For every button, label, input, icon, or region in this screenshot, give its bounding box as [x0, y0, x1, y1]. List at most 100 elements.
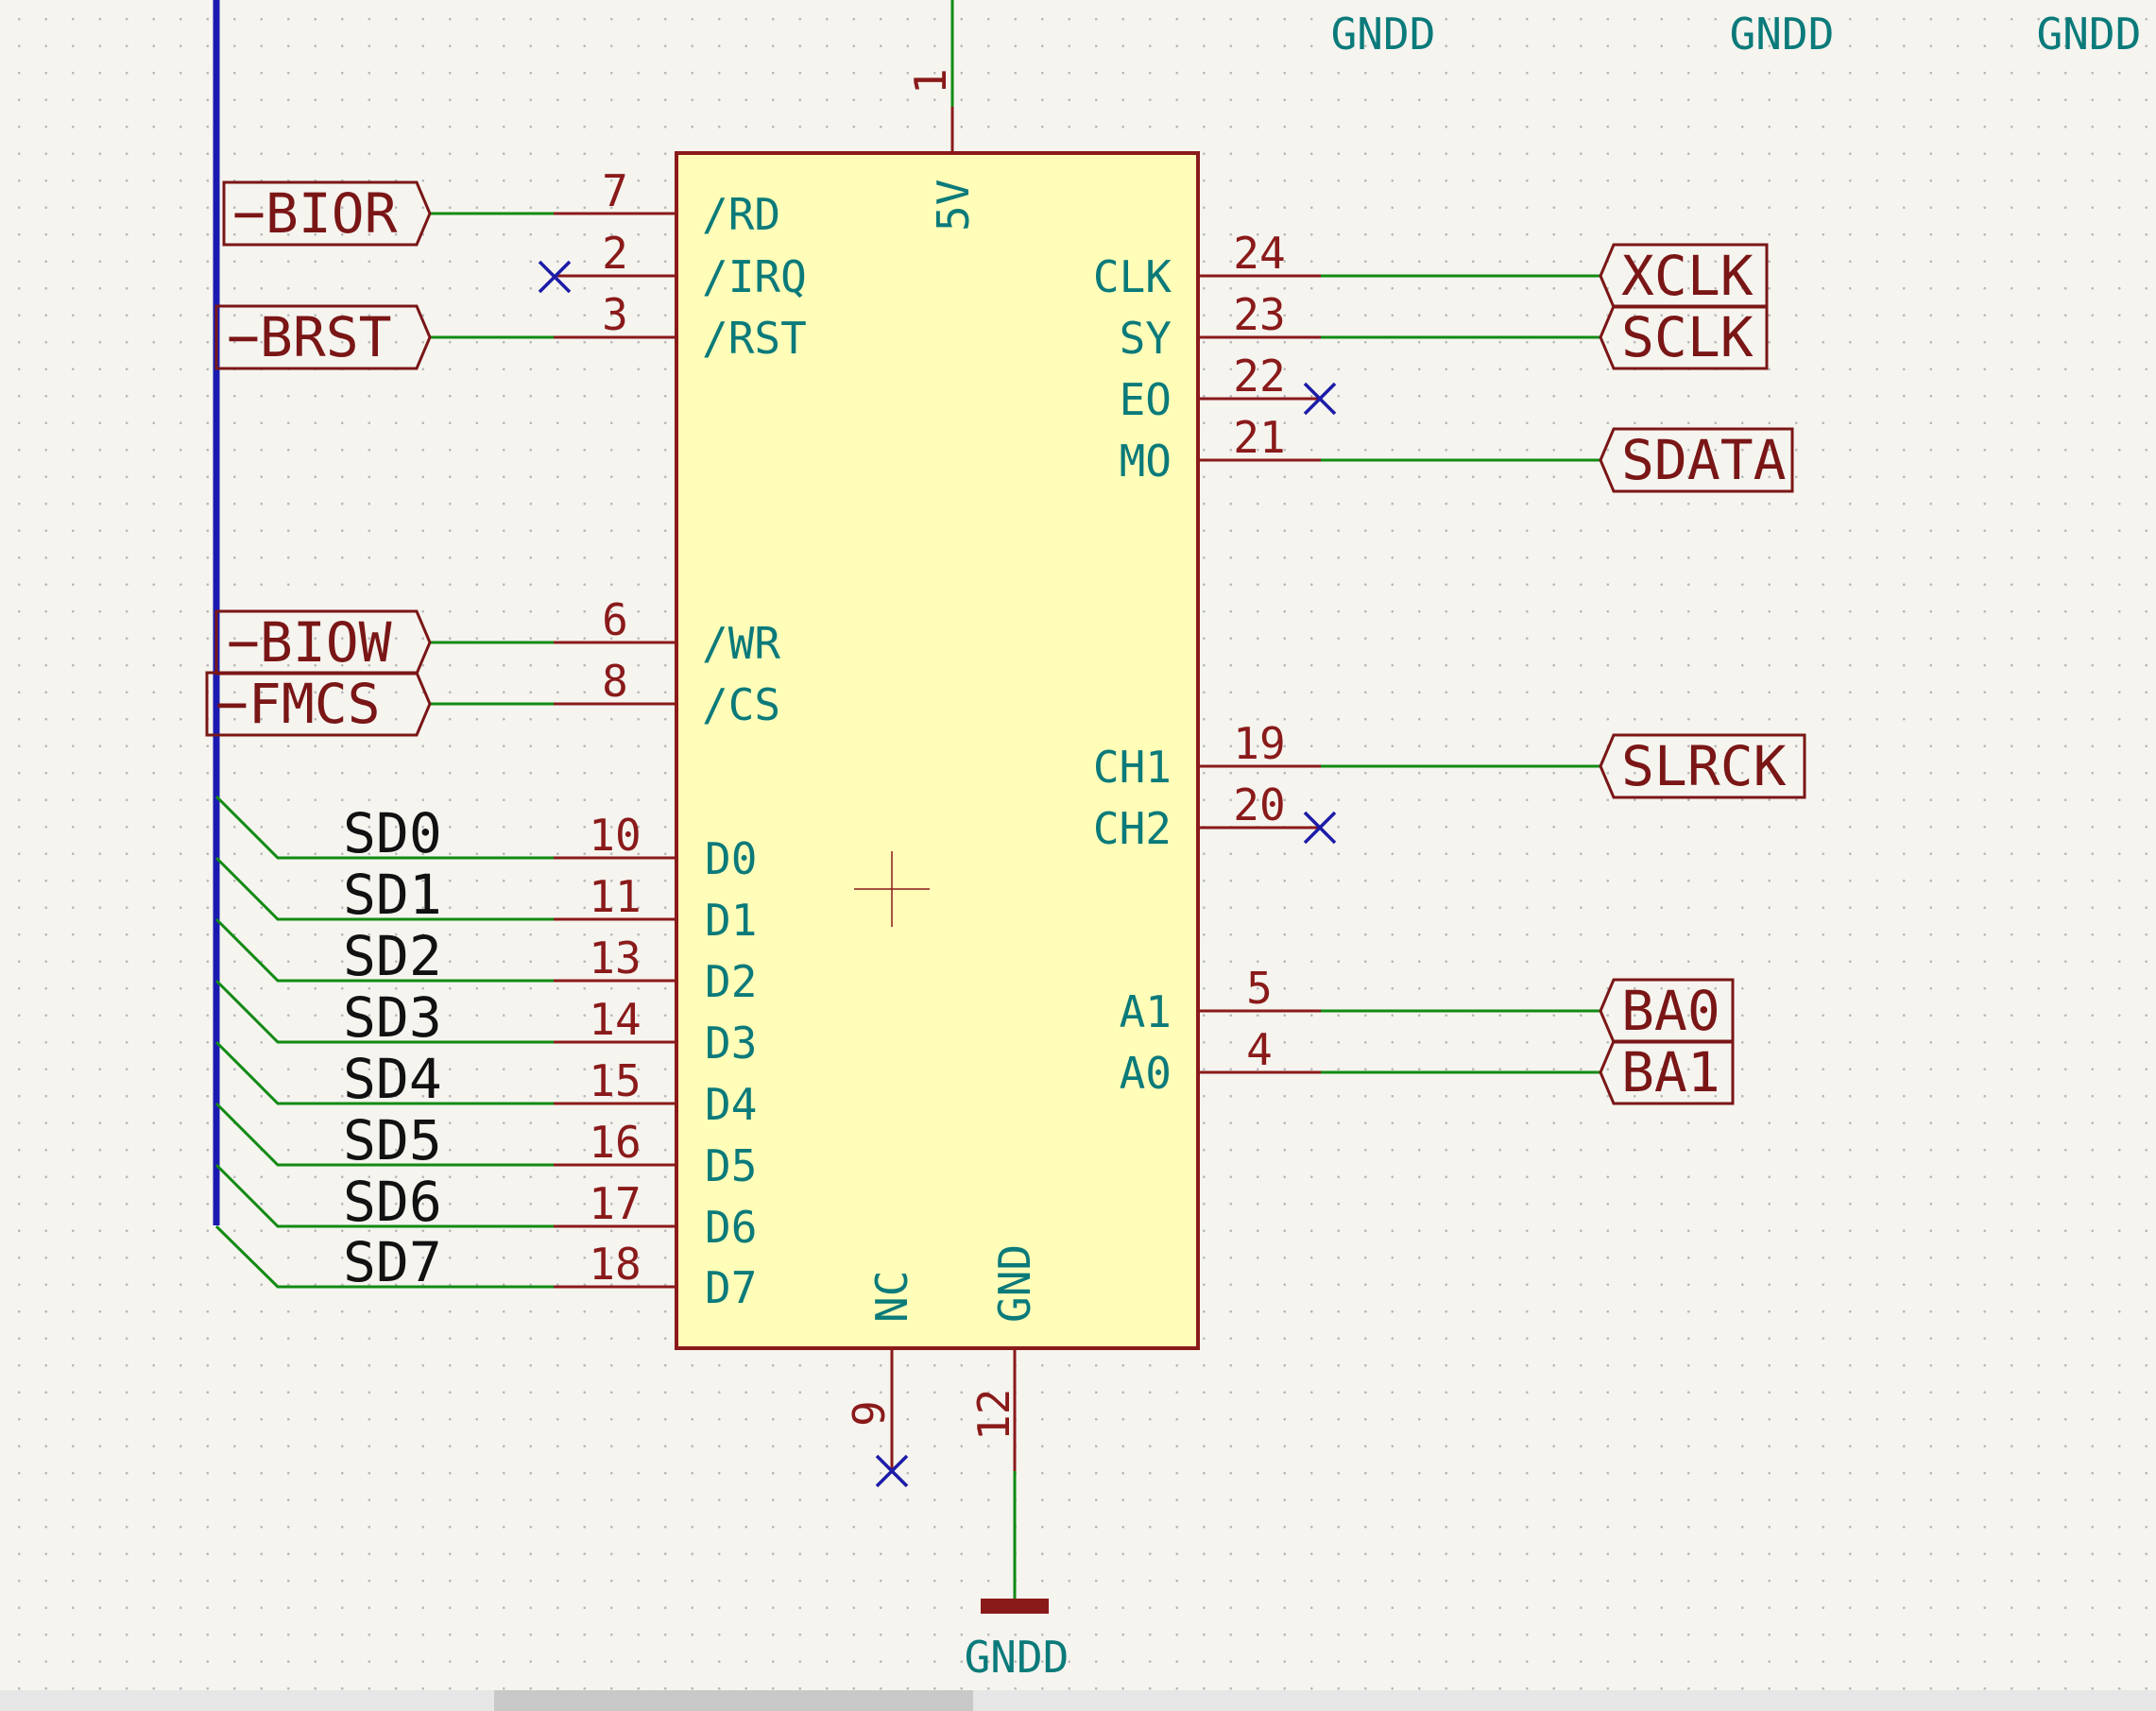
label-text: −BIOR — [232, 181, 398, 246]
label-ba1[interactable]: BA1 — [1599, 1039, 1735, 1105]
pin-nc[interactable]: 9 NC — [844, 1271, 917, 1471]
right-pins: 24 CLK 23 SY 22 EO 21 MO 19 CH1 20 CH2 — [1093, 228, 1321, 1099]
pin-cs[interactable]: 8 /CS — [554, 656, 780, 730]
pin-irq[interactable]: 2 /IRQ — [554, 228, 807, 302]
ground-symbol[interactable] — [981, 1599, 1049, 1614]
scrollbar-thumb[interactable] — [494, 1690, 973, 1711]
label-sclk[interactable]: SCLK — [1599, 304, 1769, 370]
no-connect-marker — [538, 260, 572, 294]
power-label-gndd: GNDD — [2037, 9, 2142, 60]
pin-wr[interactable]: 6 /WR — [554, 594, 780, 669]
net-label-sd7: SD7 — [343, 1230, 442, 1294]
power-label-gndd: GNDD — [965, 1632, 1069, 1683]
pin-d2[interactable]: 13 D2 — [554, 932, 757, 1007]
pin-number: 11 — [589, 871, 641, 922]
pin-name: A1 — [1120, 986, 1172, 1037]
pin-number: 10 — [589, 810, 641, 861]
label-fmcs[interactable]: −FMCS — [205, 671, 432, 737]
bus-entry-wire[interactable] — [214, 856, 554, 921]
net-label-sd4: SD4 — [343, 1047, 442, 1111]
top-power-labels: GNDD GNDD GNDD — [1331, 9, 2142, 60]
label-text: SDATA — [1621, 428, 1787, 492]
no-connect-marker — [875, 1454, 909, 1488]
pin-name: D3 — [705, 1018, 757, 1069]
pin-d3[interactable]: 14 D3 — [554, 994, 757, 1069]
label-slrck[interactable]: SLRCK — [1599, 733, 1806, 799]
pin-5v[interactable]: 1 5V — [905, 68, 979, 231]
net-label-sd3: SD3 — [343, 985, 442, 1050]
pin-name: D2 — [705, 956, 757, 1007]
bus-entry-wire[interactable] — [214, 1102, 554, 1167]
label-brst[interactable]: −BRST — [214, 304, 432, 370]
pin-name: A0 — [1120, 1048, 1172, 1099]
label-biow[interactable]: −BIOW — [214, 609, 432, 676]
label-text: SCLK — [1621, 305, 1754, 369]
pin-number: 1 — [905, 68, 956, 94]
pin-clk[interactable]: 24 CLK — [1093, 228, 1321, 302]
pin-name: /IRQ — [702, 251, 807, 302]
bus-entry-wire[interactable] — [214, 1040, 554, 1105]
pin-d5[interactable]: 16 D5 — [554, 1117, 757, 1191]
no-connect-marker — [1303, 382, 1337, 416]
pin-name: D0 — [705, 833, 757, 884]
pin-d6[interactable]: 17 D6 — [554, 1178, 757, 1253]
pin-name: D1 — [705, 895, 757, 946]
pin-number: 9 — [844, 1400, 895, 1427]
pin-number: 4 — [1246, 1024, 1273, 1075]
pin-sy[interactable]: 23 SY — [1120, 289, 1321, 364]
pin-number: 15 — [589, 1055, 641, 1106]
label-xclk[interactable]: XCLK — [1599, 243, 1769, 309]
net-label-sd5: SD5 — [343, 1108, 442, 1172]
horizontal-scrollbar[interactable] — [0, 1690, 2156, 1711]
pin-rd[interactable]: 7 /RD — [554, 165, 780, 240]
pin-name: /RST — [702, 313, 807, 364]
power-label-gndd: GNDD — [1730, 9, 1835, 60]
power-label-gndd: GNDD — [1331, 9, 1436, 60]
pin-name: /WR — [702, 618, 780, 669]
label-bior[interactable]: −BIOR — [222, 180, 432, 247]
left-pins: 7 /RD 2 /IRQ 3 /RST 6 /WR 8 /CS 10 D0 — [554, 165, 807, 1313]
pin-number: 20 — [1233, 779, 1285, 830]
pin-a1[interactable]: 5 A1 — [1120, 963, 1321, 1037]
pin-eo[interactable]: 22 EO — [1120, 351, 1321, 425]
pin-mo[interactable]: 21 MO — [1120, 412, 1321, 487]
pin-d0[interactable]: 10 D0 — [554, 810, 757, 884]
pin-name: /CS — [702, 679, 780, 730]
pin-name: MO — [1120, 436, 1172, 487]
pin-name: CH2 — [1093, 803, 1172, 854]
pin-number: 7 — [602, 165, 628, 216]
pin-name: CLK — [1093, 251, 1172, 302]
bus-entry-wire[interactable] — [214, 979, 554, 1044]
pin-number: 18 — [589, 1239, 641, 1290]
label-text: BA0 — [1621, 979, 1720, 1043]
label-text: XCLK — [1621, 244, 1754, 308]
pin-number: 21 — [1233, 412, 1285, 463]
pin-number: 17 — [589, 1178, 641, 1229]
pin-name: 5V — [928, 180, 979, 231]
pin-d1[interactable]: 11 D1 — [554, 871, 757, 946]
label-text: SLRCK — [1621, 734, 1787, 798]
pin-d4[interactable]: 15 D4 — [554, 1055, 757, 1130]
bus-entry-wire[interactable] — [214, 1224, 554, 1289]
pin-number: 2 — [602, 228, 628, 279]
label-text: −FMCS — [215, 672, 381, 736]
pin-d7[interactable]: 18 D7 — [554, 1239, 757, 1313]
pin-name: D4 — [705, 1079, 757, 1130]
net-label-sd6: SD6 — [343, 1170, 442, 1234]
bus-entry-wire[interactable] — [214, 1163, 554, 1228]
pin-gnd[interactable]: 12 GND — [968, 1244, 1040, 1471]
pin-a0[interactable]: 4 A0 — [1120, 1024, 1321, 1099]
pin-ch1[interactable]: 19 CH1 — [1093, 718, 1321, 793]
bus-entry-wire[interactable] — [214, 917, 554, 983]
pin-ch2[interactable]: 20 CH2 — [1093, 779, 1321, 854]
net-label-sd2: SD2 — [343, 924, 442, 988]
pin-rst[interactable]: 3 /RST — [554, 289, 807, 364]
pin-number: 23 — [1233, 289, 1285, 340]
bus-entry-wire[interactable] — [214, 795, 554, 860]
label-sdata[interactable]: SDATA — [1599, 427, 1794, 493]
label-ba0[interactable]: BA0 — [1599, 978, 1735, 1044]
pin-name: D5 — [705, 1140, 757, 1191]
chip-body[interactable] — [675, 151, 1200, 1350]
pin-number: 24 — [1233, 228, 1285, 279]
